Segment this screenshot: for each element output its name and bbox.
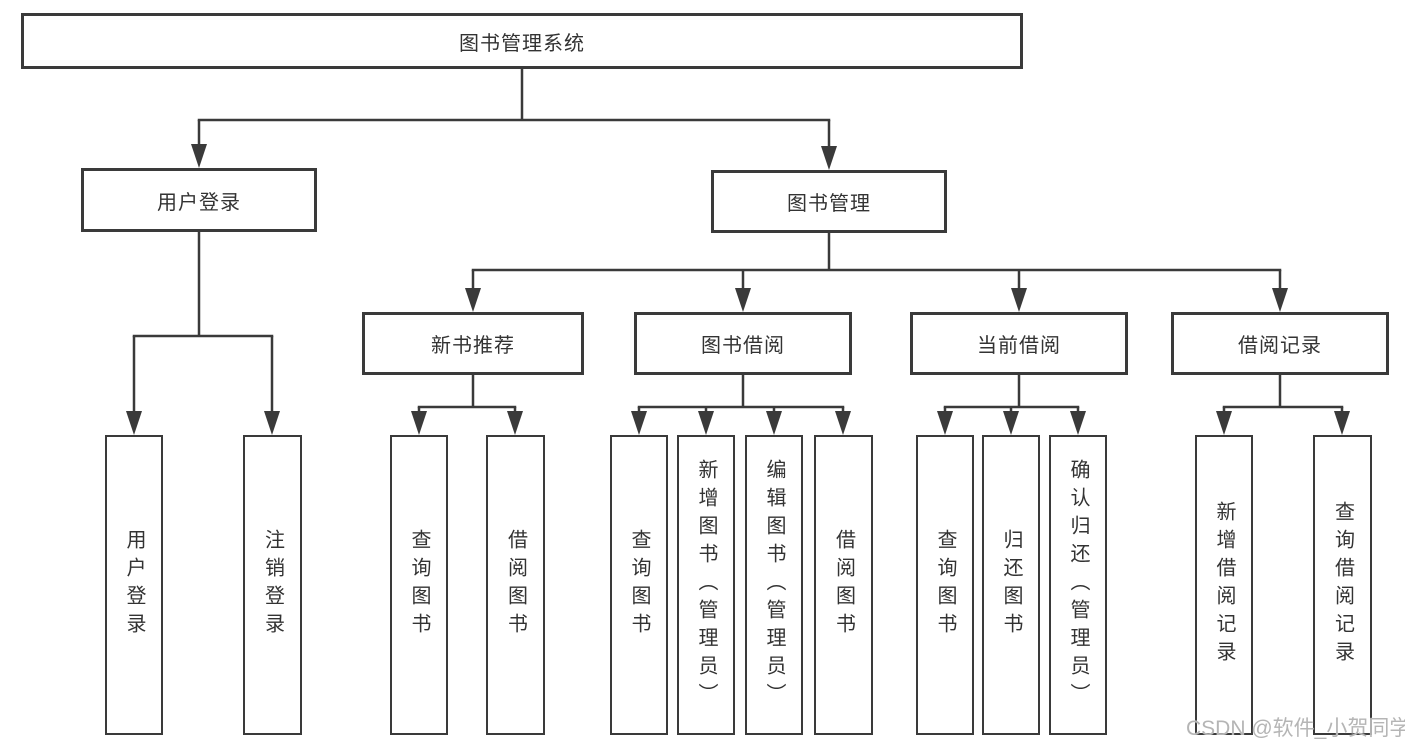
leaf-label: 借阅图书	[832, 529, 855, 641]
leaf-label: 查询图书	[408, 529, 430, 641]
leaf-logout: 注销登录	[243, 435, 302, 735]
leaf-label: 归还图书	[1000, 529, 1022, 641]
node-book-borrowing: 图书借阅	[634, 312, 852, 375]
node-borrowing-records: 借阅记录	[1171, 312, 1389, 375]
connector-borrowing-records-to-leaves	[1216, 375, 1350, 435]
leaf-label: 新增借阅记录	[1213, 501, 1235, 669]
leaf-label: 借阅图书	[504, 529, 527, 641]
leaf-label: 查询借阅记录	[1331, 501, 1354, 669]
leaf-query-borrow-record: 查询借阅记录	[1313, 435, 1372, 735]
node-label: 图书管理	[787, 193, 871, 215]
leaf-label: 查询图书	[934, 529, 956, 641]
leaf-return-books: 归还图书	[982, 435, 1040, 735]
connector-book-management-to-level3	[465, 233, 1288, 312]
node-label: 图书管理系统	[459, 32, 585, 55]
leaf-label: 编辑图书（管理员）	[763, 459, 785, 711]
node-label: 借阅记录	[1238, 335, 1322, 357]
leaf-label: 用户登录	[123, 529, 145, 641]
leaf-confirm-return-admin: 确认归还（管理员）	[1049, 435, 1107, 735]
leaf-label: 确认归还（管理员）	[1067, 459, 1089, 711]
connector-current-borrowing-to-leaves	[937, 375, 1086, 435]
leaf-borrow-books-recommend: 借阅图书	[486, 435, 545, 735]
connector-root-to-level2	[191, 69, 837, 170]
node-user-login: 用户登录	[81, 168, 317, 232]
leaf-query-books-current: 查询图书	[916, 435, 974, 735]
connector-new-book-recommend-to-leaves	[411, 375, 523, 435]
node-label: 图书借阅	[701, 335, 785, 357]
leaf-user-login: 用户登录	[105, 435, 163, 735]
leaf-add-books-admin: 新增图书（管理员）	[677, 435, 735, 735]
leaf-label: 查询图书	[628, 529, 650, 641]
leaf-borrow-books-borrowing: 借阅图书	[814, 435, 873, 735]
connector-book-borrowing-to-leaves	[631, 375, 851, 435]
leaf-query-books-borrowing: 查询图书	[610, 435, 668, 735]
node-library-system: 图书管理系统	[21, 13, 1023, 69]
node-label: 当前借阅	[977, 335, 1061, 357]
leaf-label: 注销登录	[261, 529, 284, 641]
leaf-edit-books-admin: 编辑图书（管理员）	[745, 435, 803, 735]
node-label: 用户登录	[157, 191, 241, 214]
node-label: 新书推荐	[431, 335, 515, 357]
node-new-book-recommend: 新书推荐	[362, 312, 584, 375]
leaf-label: 新增图书（管理员）	[695, 459, 717, 711]
node-current-borrowing: 当前借阅	[910, 312, 1128, 375]
node-book-management: 图书管理	[711, 170, 947, 233]
leaf-query-books-recommend: 查询图书	[390, 435, 448, 735]
leaf-add-borrow-record: 新增借阅记录	[1195, 435, 1253, 735]
connector-user-login-to-leaves	[126, 232, 280, 435]
csdn-watermark: CSDN @软件_小贺同学	[1186, 717, 1405, 740]
